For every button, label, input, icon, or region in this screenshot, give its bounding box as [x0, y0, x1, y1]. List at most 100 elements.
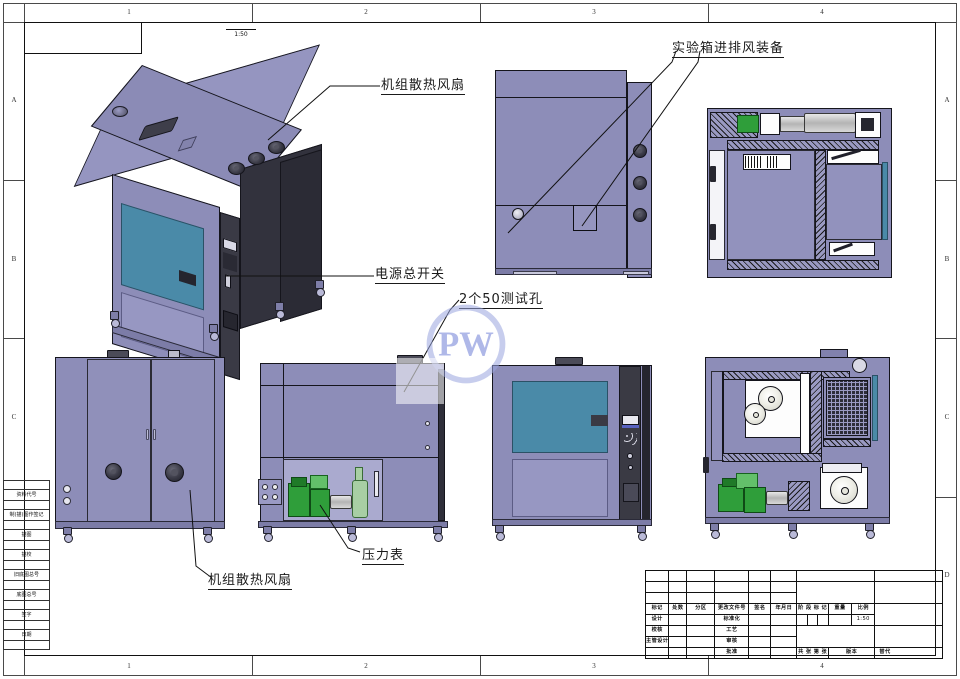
section-floor-insulation — [727, 260, 879, 270]
compressor-head-icon — [291, 477, 307, 487]
sidebar-cell-traced: 描图 — [3, 529, 50, 541]
rev-blank-cell — [686, 581, 716, 593]
zone-number-bottom-2: 2 — [364, 662, 368, 670]
rev-header-sign: 签名 — [748, 603, 772, 615]
rev-blank-cell — [874, 570, 944, 582]
drawing-number-field — [874, 581, 944, 604]
zone-tick — [708, 656, 709, 676]
cooling-fan-icon — [633, 208, 647, 222]
annotation-air-device: 实验箱进排风装备 — [672, 37, 785, 58]
zone-tick — [3, 338, 24, 339]
zone-tick — [708, 3, 709, 22]
side-seam-1 — [496, 97, 626, 98]
controller-keypad[interactable] — [624, 433, 637, 445]
front-right-edge — [642, 366, 650, 522]
role-standardize: 标准化 — [714, 614, 750, 626]
zone-number-bottom-4: 4 — [820, 662, 824, 670]
zone-letter-left-c: C — [11, 413, 17, 421]
annotation-pressure-gauge: 压力表 — [362, 544, 405, 565]
fullsection-glass-edge — [872, 375, 878, 441]
scale-header: 比例 — [851, 603, 876, 615]
pressure-gauge-icon — [272, 484, 278, 490]
sidebar-cell-date: 日期 — [3, 629, 50, 641]
main-power-switch[interactable] — [623, 483, 639, 502]
lower-blower-icon — [830, 476, 858, 504]
role-check-name — [668, 625, 688, 637]
caster-icon — [865, 523, 875, 539]
sheet-stub-box — [24, 22, 142, 54]
compressor-coupling-icon — [330, 495, 352, 509]
receiver-neck-icon — [355, 467, 363, 481]
replaces-label: 替代 — [874, 647, 944, 659]
sidebar-cell — [3, 560, 50, 570]
iso-switch-block — [225, 274, 231, 289]
receiver-tank-icon — [352, 480, 368, 518]
sidebar-cell — [3, 580, 50, 590]
port-icon — [425, 445, 430, 450]
rev-blank-cell — [748, 581, 772, 593]
fullsection-vertical-duct — [800, 373, 810, 458]
compressor-case-icon — [744, 487, 766, 513]
compressor-unit-icon — [737, 115, 759, 133]
caster-icon — [637, 525, 647, 541]
cooling-fan-icon — [268, 141, 285, 154]
port-icon — [425, 421, 430, 426]
section-hinge-icon — [710, 224, 716, 240]
role-design: 设计 — [644, 614, 670, 626]
front-lower-panel — [512, 459, 608, 517]
rev-blank-cell — [714, 592, 750, 604]
role-blank — [644, 647, 670, 659]
zone-letter-right-d: D — [944, 571, 950, 579]
role-process: 工艺 — [714, 625, 750, 637]
version-label: 版本 — [827, 647, 876, 659]
rear-door-right[interactable] — [151, 359, 215, 523]
annotation-cooling-fan-top: 机组散热风扇 — [381, 74, 466, 95]
door-handle-icon[interactable] — [153, 429, 156, 440]
fullsection-base-rail — [705, 517, 890, 524]
cooling-fan-icon — [105, 463, 122, 480]
port-icon — [63, 497, 71, 505]
pressure-gauge-icon — [272, 494, 278, 500]
side-base-plate — [623, 271, 649, 275]
caster-icon — [263, 526, 273, 542]
title-name-field — [796, 581, 876, 604]
role-process-name — [748, 625, 772, 637]
cooling-fan-icon — [165, 463, 184, 482]
compressor-case-icon — [310, 489, 330, 517]
pressure-gauge-panel — [258, 479, 282, 505]
view-side-elevation — [495, 62, 660, 282]
section-component-box — [760, 113, 780, 135]
rev-blank-cell — [644, 581, 670, 593]
rear-base-rail — [55, 521, 225, 529]
sidebar-cell — [3, 500, 50, 510]
rev-blank-cell — [686, 570, 716, 582]
rev-blank-cell — [668, 581, 688, 593]
role-standardize-date — [770, 614, 798, 626]
window-handle-icon — [591, 415, 608, 426]
controller-display[interactable] — [622, 415, 639, 425]
rev-blank-cell — [748, 570, 772, 582]
rev-header-qty: 处数 — [668, 603, 688, 615]
zone-tick — [3, 180, 24, 181]
rev-blank-cell — [748, 592, 772, 604]
zone-tick — [936, 338, 957, 339]
view-section-plan — [707, 108, 892, 278]
zone-number-top-2: 2 — [364, 8, 368, 16]
rev-header-zone: 分区 — [686, 603, 716, 615]
compressor-motor-icon — [310, 475, 328, 489]
sidebar-cell-drawing-sign: 制(描)图作签记 — [3, 509, 50, 521]
zone-tick — [252, 656, 253, 676]
stage-mark-header: 阶 段 标 记 — [796, 603, 829, 615]
caster-icon — [315, 280, 325, 297]
rev-blank-cell — [668, 570, 688, 582]
zone-letter-right-b: B — [944, 255, 950, 263]
rear-door-left[interactable] — [87, 359, 151, 523]
indicator-lamp-icon — [627, 453, 633, 459]
title-block: 标记 处数 分区 更改文件号 签名 年月日 阶 段 标 记 重量 比例 设计 标… — [644, 570, 944, 659]
cooling-fan-icon — [633, 176, 647, 190]
caster-icon — [63, 527, 73, 543]
rev-blank-cell — [796, 570, 876, 582]
door-handle-icon[interactable] — [146, 429, 149, 440]
caster-icon — [495, 525, 505, 541]
